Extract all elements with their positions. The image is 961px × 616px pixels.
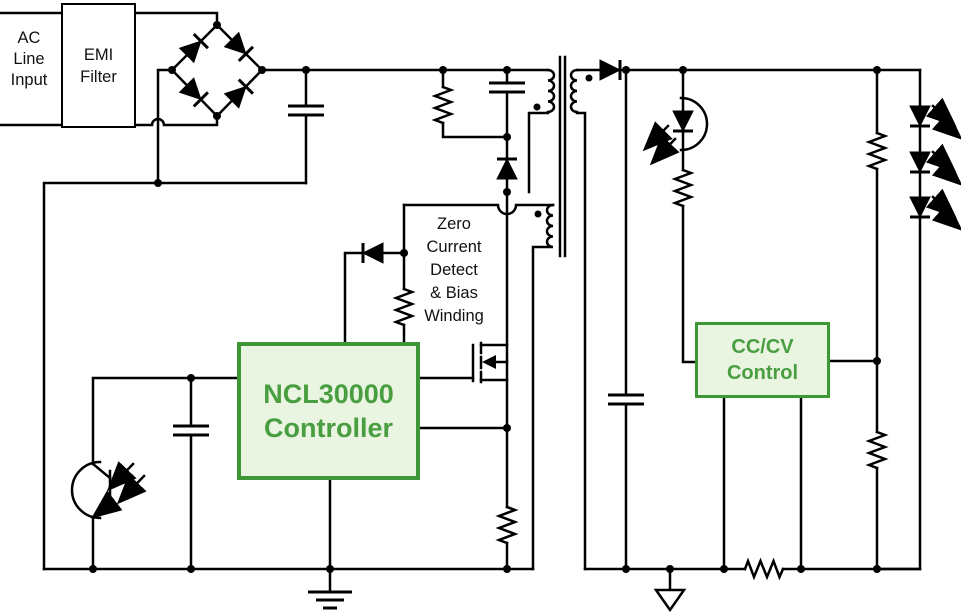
zcd-diode [361,241,385,265]
light-input-arrows [106,461,147,505]
mosfet-body-arrow [482,355,496,369]
led-3 [908,195,932,219]
bridge-rectifier [168,21,266,120]
primary-polarity-dot [533,103,541,111]
snubber-diode [495,135,519,196]
optocoupler-phototransistor [70,376,239,573]
led-string [875,68,961,571]
dc-bus-wires [42,66,550,571]
secondary-winding [569,68,587,571]
ncl30000-controller-box: NCL30000 Controller [237,342,420,480]
mosfet-sense-resistor [418,424,519,573]
light-emission-arrows [642,121,680,166]
output-capacitor [608,68,644,573]
secondary-ground-symbol [653,567,687,613]
primary-winding [527,68,556,194]
bulk-capacitor [288,68,324,185]
zcd-resistor [392,287,416,327]
output-sense-resistor [743,557,785,581]
opto-led-resistor [671,168,695,208]
secondary-polarity-dot [585,74,593,82]
secondary-ground-rail [583,557,922,613]
led-2 [908,150,932,174]
ac-line-input-label: AC Line Input [10,29,48,89]
emi-filter-box: EMI Filter [61,3,136,128]
led-1 [908,104,932,128]
output-diode [598,58,922,82]
light-emission-arrows [925,97,961,231]
snubber-resistor [431,66,509,139]
flyback-transformer [527,55,604,571]
snubber-capacitor [489,66,525,141]
feedback-divider [828,68,889,573]
primary-ground-rail [42,478,535,610]
bias-polarity-dot [534,210,542,218]
vcc-capacitor [173,374,209,573]
cccv-wiring [720,396,805,573]
feedback-resistor-top [865,131,889,171]
cccv-control-box: CC/CV Control [695,322,830,398]
zcd-label: Zero Current Detect & Bias Winding [424,215,484,325]
optocoupler-led [642,68,709,364]
feedback-resistor-bottom [865,430,889,470]
primary-ground-symbol [308,567,352,610]
n-channel-mosfet [418,190,509,509]
bias-winding [531,203,555,571]
